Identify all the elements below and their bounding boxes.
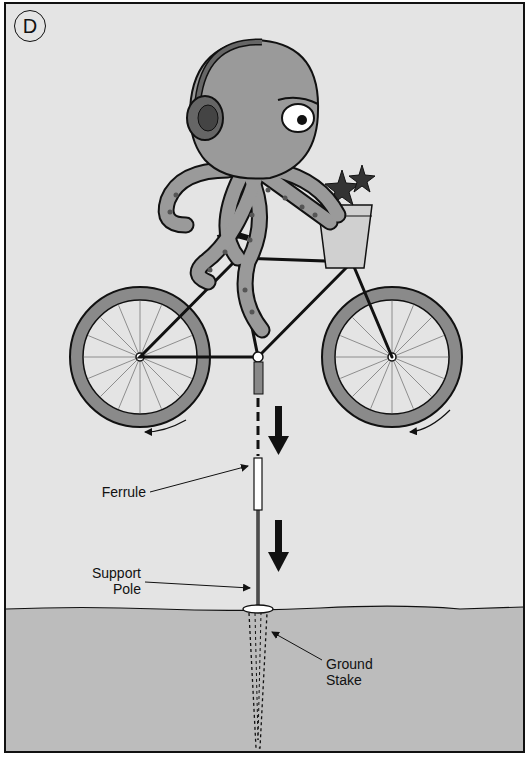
part-label: Ground Stake xyxy=(326,656,388,688)
spin-arrow xyxy=(145,420,186,432)
leader-line xyxy=(145,582,250,588)
mount-dashed-line xyxy=(257,398,260,456)
direction-arrows xyxy=(268,406,289,572)
part-label: Ferrule xyxy=(102,484,146,500)
wheels xyxy=(70,287,462,427)
part-label: Support Pole xyxy=(79,565,141,597)
octopus-head xyxy=(187,40,318,179)
mount-tube xyxy=(254,362,263,394)
background xyxy=(5,3,524,752)
panel-letter-circle: D xyxy=(14,10,46,42)
support-pole xyxy=(256,510,260,606)
ferrule xyxy=(254,458,262,510)
ground-stake xyxy=(243,605,273,748)
leader-line xyxy=(272,632,322,660)
bottom-bracket xyxy=(253,352,263,362)
panel-letter: D xyxy=(23,16,37,36)
tentacles xyxy=(166,170,338,330)
ground xyxy=(6,606,523,751)
spin-arrow xyxy=(410,410,450,432)
leader-line xyxy=(150,466,248,492)
